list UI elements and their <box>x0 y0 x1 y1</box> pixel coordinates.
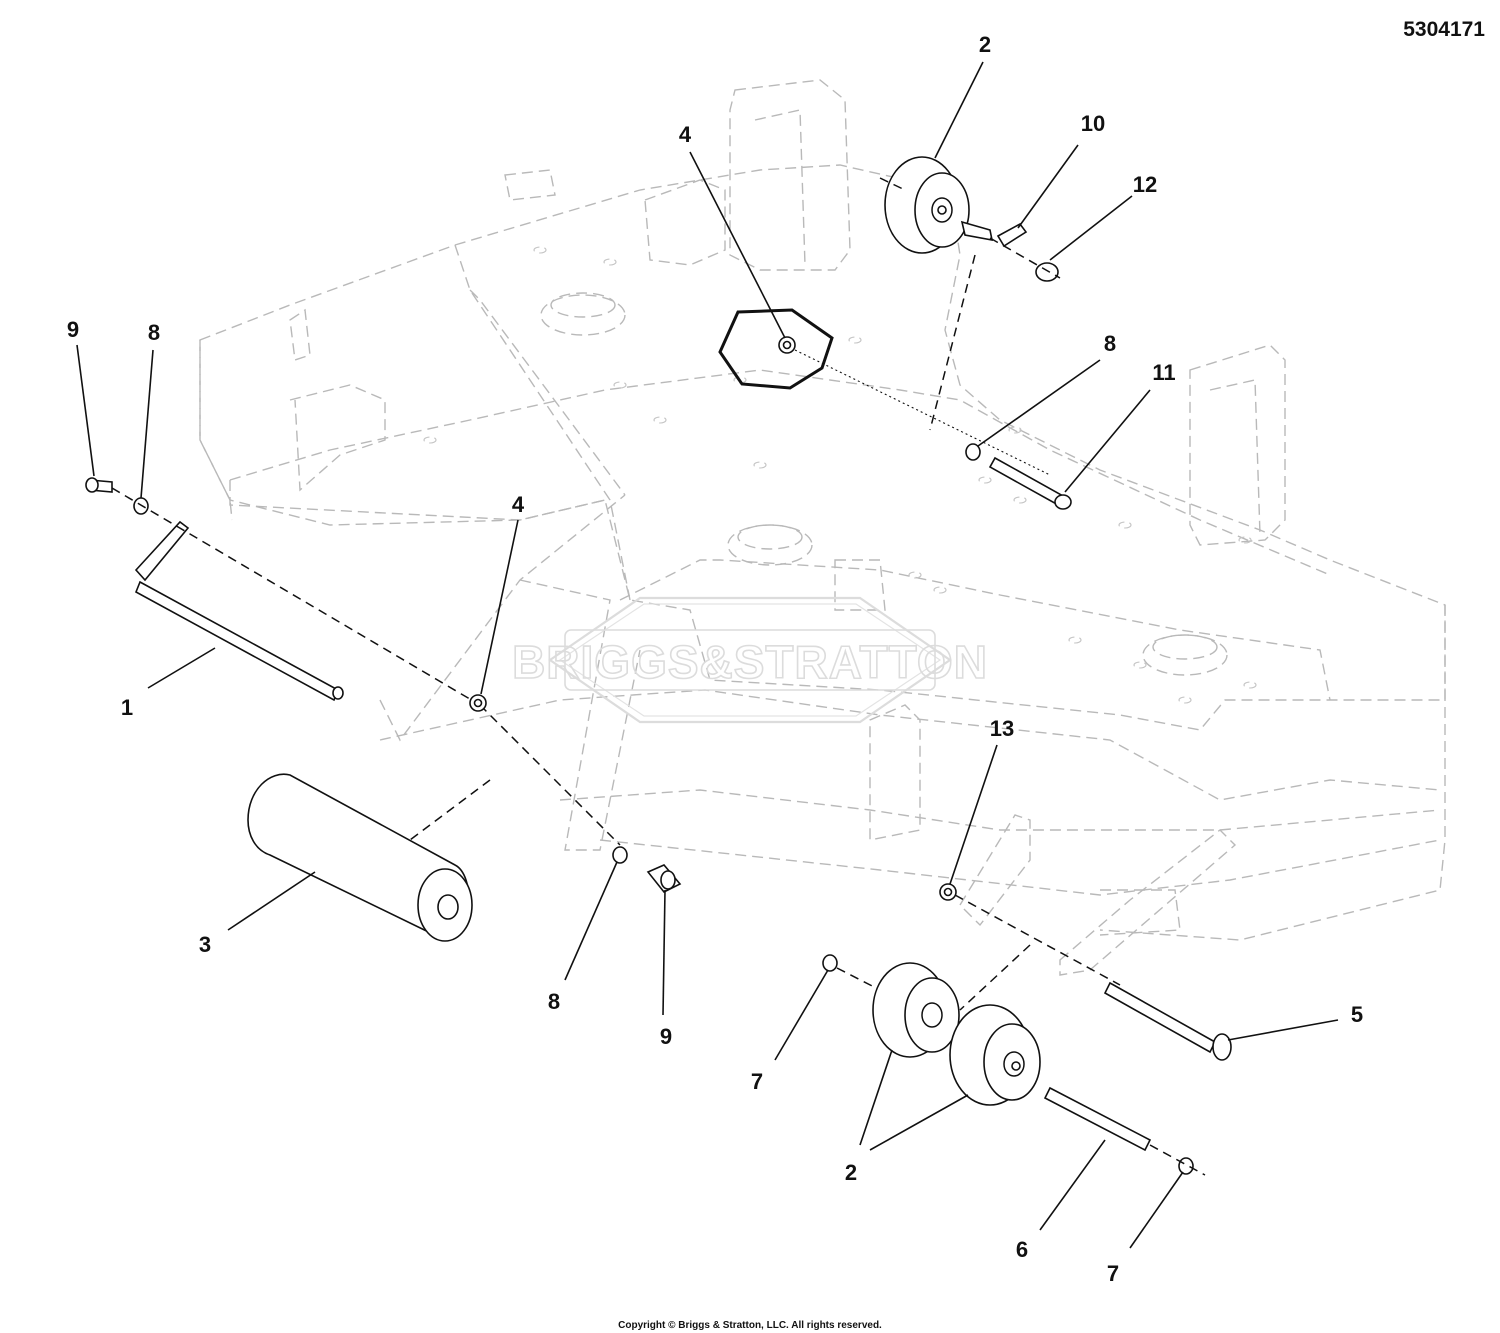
briggs-stratton-watermark: BRIGGS&STRATTON <box>511 596 988 724</box>
callout-9-center: 9 <box>660 1024 672 1049</box>
callout-12: 12 <box>1133 172 1157 197</box>
callout-8-left: 8 <box>148 320 160 345</box>
callout-8-right: 8 <box>1104 331 1116 356</box>
long-pin <box>1103 981 1232 1061</box>
callout-2-top: 2 <box>979 32 991 57</box>
callout-10: 10 <box>1081 111 1105 136</box>
document-number: 5304171 <box>1403 18 1485 41</box>
center-bolt-assembly <box>612 846 682 894</box>
right-pin-assembly <box>965 443 1072 510</box>
watermark-text: BRIGGS&STRATTON <box>512 636 988 688</box>
top-wheel-assembly <box>879 156 1061 431</box>
callout-13: 13 <box>990 716 1014 741</box>
callout-3: 3 <box>199 932 211 957</box>
callout-4-top: 4 <box>679 122 692 147</box>
callout-2-bottom: 2 <box>845 1160 857 1185</box>
callout-11: 11 <box>1152 360 1175 385</box>
callout-8-center: 8 <box>548 989 560 1014</box>
right-front-nut <box>939 883 1121 986</box>
exploded-parts <box>85 156 1232 1176</box>
mower-deck-outline <box>199 79 1446 976</box>
top-plate-nut <box>718 308 1051 476</box>
callout-4-center: 4 <box>512 492 525 517</box>
callout-9-left: 9 <box>67 317 79 342</box>
front-roller <box>247 773 473 942</box>
left-nut <box>469 694 487 712</box>
callout-5: 5 <box>1351 1002 1363 1027</box>
leader-lines <box>76 61 1339 1249</box>
callout-labels: 2 4 10 12 9 8 8 11 4 1 13 3 8 9 5 7 2 6 … <box>67 32 1363 1286</box>
copyright-notice: Copyright © Briggs & Stratton, LLC. All … <box>618 1320 882 1331</box>
callout-7-right: 7 <box>1107 1261 1119 1286</box>
left-roller-shaft <box>85 477 621 846</box>
bottom-wheel-pair <box>822 944 1206 1176</box>
callout-7-left: 7 <box>751 1069 763 1094</box>
callout-1: 1 <box>121 695 133 720</box>
callout-6: 6 <box>1016 1237 1028 1262</box>
